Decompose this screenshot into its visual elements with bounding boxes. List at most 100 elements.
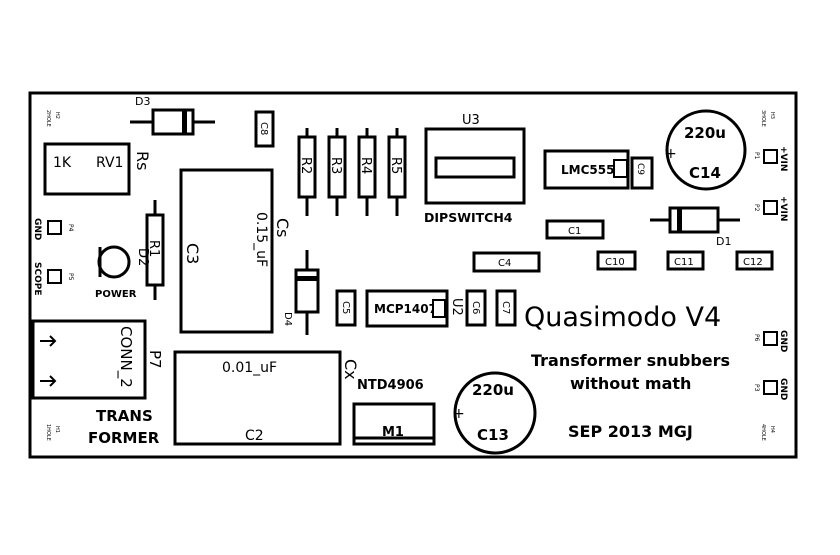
hole-h1: H1 1HOLE <box>45 424 60 441</box>
resistor-r4: R4 <box>357 128 377 216</box>
capacitor-c7: C7 <box>495 289 517 327</box>
capacitor-c11: C11 <box>666 250 705 271</box>
ic-mcp1407: MCP1407 U2 <box>365 289 464 328</box>
hole-h2: H2 2HOLE <box>45 110 60 127</box>
c14-label: C14 <box>689 164 721 182</box>
pad-gnd-p3: P3 GND <box>753 378 788 400</box>
capacitor-c10: C10 <box>596 250 637 271</box>
ntd4906-label: NTD4906 <box>357 378 424 393</box>
cx-label: Cx <box>341 359 360 380</box>
rv1-value: 1K <box>53 155 72 171</box>
c14-polarity: + <box>665 146 677 162</box>
hole-h3: H3 3HOLE <box>760 110 775 127</box>
cs-value: 0.15_uF <box>253 212 269 267</box>
d1-label: D1 <box>716 235 731 248</box>
hole-h4: H4 4HOLE <box>760 424 775 441</box>
pad-scope: SCOPE P5 <box>32 262 74 295</box>
p1-label: P1 <box>753 152 760 160</box>
board-title: Quasimodo V4 <box>524 302 721 333</box>
c12-label: C12 <box>743 257 763 268</box>
svg-text:H4: H4 <box>769 426 775 433</box>
r4-label: R4 <box>358 157 373 174</box>
diode-d1: D1 <box>650 206 740 248</box>
resistor-r1: R1 <box>145 200 165 300</box>
r1-label: R1 <box>146 240 161 257</box>
c9-label: C9 <box>635 163 645 175</box>
gnd-right1-label: GND <box>778 330 788 352</box>
dipswitch-label: DIPSWITCH4 <box>424 210 513 225</box>
capacitor-c3: C3 0.15_uF Cs <box>179 168 292 334</box>
p7-label: P7 <box>146 350 164 369</box>
c2-value: 0.01_uF <box>222 360 277 376</box>
capacitor-c4: C4 <box>472 251 541 273</box>
p5-label: P5 <box>67 273 74 281</box>
svg-text:H1: H1 <box>54 426 60 433</box>
c13-value: 220u <box>472 381 514 399</box>
c13-polarity: + <box>453 406 465 422</box>
diode-d4: D4 <box>282 250 320 335</box>
mcp1407-label: MCP1407 <box>374 302 437 316</box>
capacitor-c5: C5 <box>335 289 357 327</box>
capacitor-c1: C1 <box>545 219 605 240</box>
p2-label: P2 <box>753 204 760 212</box>
svg-text:4HOLE: 4HOLE <box>760 424 766 441</box>
svg-text:3HOLE: 3HOLE <box>760 110 766 127</box>
p3-label: P3 <box>753 384 760 392</box>
c14-value: 220u <box>684 124 726 142</box>
u2-label: U2 <box>449 298 464 316</box>
svg-text:H2: H2 <box>54 112 60 119</box>
power-label: POWER <box>95 289 137 300</box>
capacitor-c6: C6 <box>465 289 487 327</box>
gnd-right2-label: GND <box>778 378 788 400</box>
scope-label: SCOPE <box>32 262 42 295</box>
d3-label: D3 <box>135 95 150 108</box>
p6-label: P6 <box>753 334 760 342</box>
ic-lmc555: LMC555 C9 <box>543 149 654 190</box>
capacitor-c8: C8 <box>254 110 275 148</box>
resistor-r3: R3 <box>327 128 347 216</box>
led-d2: D2 POWER <box>95 245 150 300</box>
c5-label: C5 <box>340 301 351 314</box>
rv1-label: RV1 <box>96 155 123 171</box>
c13-label: C13 <box>477 426 509 444</box>
c11-label: C11 <box>674 257 694 268</box>
c2-label: C2 <box>245 428 264 444</box>
transformer-label-1: TRANS <box>96 407 153 425</box>
m1-label: M1 <box>382 425 404 440</box>
u3-label: U3 <box>462 113 480 128</box>
c1-label: C1 <box>568 226 581 237</box>
pad-gnd-p6: P6 GND <box>753 330 788 352</box>
board-subtitle-2: without math <box>570 374 691 393</box>
c8-label: C8 <box>258 122 269 135</box>
cs-label: Cs <box>273 218 292 238</box>
capacitor-c12: C12 <box>735 250 774 271</box>
r5-label: R5 <box>388 157 403 174</box>
capacitor-c2: 0.01_uF C2 Cx <box>173 350 360 446</box>
resistor-r2: R2 <box>297 128 317 216</box>
r2-label: R2 <box>298 157 313 174</box>
board-outline <box>28 91 798 459</box>
c4-label: C4 <box>498 258 511 269</box>
gnd-left-label: GND <box>32 218 42 240</box>
d4-label: D4 <box>282 312 293 326</box>
transformer-label-2: FORMER <box>88 429 160 447</box>
rs-label: Rs <box>133 151 152 170</box>
lmc555-label: LMC555 <box>561 163 614 177</box>
r3-label: R3 <box>328 157 343 174</box>
potentiometer-rv1: 1K RV1 Rs <box>43 142 152 196</box>
board-subtitle-1: Transformer snubbers <box>531 351 730 370</box>
pad-vin-p1: P1 +VIN <box>753 146 788 171</box>
conn2-label: CONN_2 <box>116 326 135 388</box>
vin2-label: +VIN <box>778 196 788 221</box>
c3-label: C3 <box>183 243 202 264</box>
pad-vin-p2: P2 +VIN <box>753 196 788 221</box>
p4-label: P4 <box>67 224 74 232</box>
c10-label: C10 <box>605 257 625 268</box>
svg-text:1HOLE: 1HOLE <box>45 424 51 441</box>
d2-label: D2 <box>135 248 150 266</box>
connector-p7: CONN_2 P7 <box>31 319 164 400</box>
mosfet-m1: NTD4906 M1 <box>352 378 436 446</box>
board-date: SEP 2013 MGJ <box>568 422 693 441</box>
c6-label: C6 <box>470 301 481 314</box>
